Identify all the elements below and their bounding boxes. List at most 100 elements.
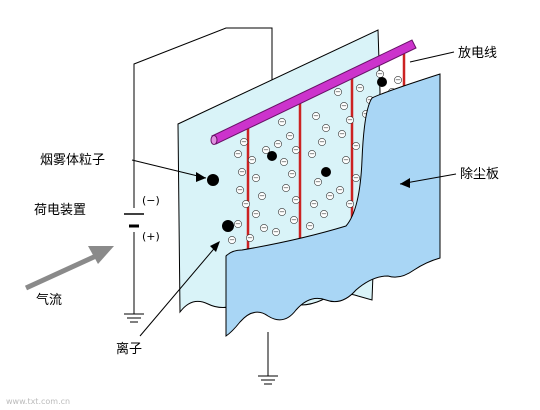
ion	[292, 146, 300, 154]
ion-sign: −	[235, 150, 241, 158]
ground-symbol-right	[258, 332, 278, 385]
ion	[352, 142, 360, 150]
ion	[356, 84, 364, 92]
ion-sign: −	[229, 236, 235, 244]
charger-label: 荷电装置	[34, 203, 86, 218]
ion-sign: −	[237, 186, 243, 194]
ion	[278, 208, 286, 216]
ion	[242, 200, 250, 208]
dust-collection-plate	[225, 73, 441, 337]
ion	[234, 220, 242, 228]
ion	[292, 196, 300, 204]
ion	[240, 138, 248, 146]
ion-sign: −	[287, 132, 293, 140]
ion	[346, 200, 354, 208]
ion-sign: −	[319, 138, 325, 146]
ion-sign: −	[337, 186, 343, 194]
ion	[252, 174, 260, 182]
ion	[326, 192, 334, 200]
charger-battery	[124, 213, 144, 228]
ion-sign: −	[253, 210, 259, 218]
ion	[246, 234, 254, 242]
ion-sign: −	[235, 220, 241, 228]
ion-sign: −	[357, 84, 363, 92]
ion	[260, 224, 268, 232]
smoke-particle	[207, 174, 219, 186]
ion	[312, 112, 320, 120]
discharge-wire-label: 放电线	[458, 46, 497, 61]
ion	[336, 186, 344, 194]
ion	[314, 178, 322, 186]
ion-sign: −	[377, 70, 383, 78]
smoke-particle	[377, 77, 387, 87]
ion-sign: −	[311, 200, 317, 208]
ion	[282, 184, 290, 192]
ion-sign: −	[263, 146, 269, 154]
ion-sign: −	[239, 168, 245, 176]
ion	[308, 150, 316, 158]
particle-leader	[131, 159, 207, 179]
ion	[236, 186, 244, 194]
ion	[338, 130, 346, 138]
ion	[288, 170, 296, 178]
ion-sign: −	[247, 234, 253, 242]
ion-sign: −	[341, 102, 347, 110]
ion-sign: −	[307, 222, 313, 230]
ion	[306, 222, 314, 230]
dust-plate-label: 除尘板	[460, 167, 499, 182]
ion	[342, 156, 350, 164]
ion-sign: −	[335, 88, 341, 96]
ion-sign: −	[315, 178, 321, 186]
ion-sign: −	[241, 138, 247, 146]
ion-sign: −	[321, 210, 327, 218]
watermark: www.txt.com.cn	[6, 397, 70, 406]
ion-sign: −	[347, 116, 353, 124]
discharge-wires	[246, 54, 406, 250]
smoke-particle	[321, 167, 331, 177]
circuit-wiring	[124, 27, 273, 323]
ion	[322, 124, 330, 132]
smoke-particles	[207, 77, 387, 232]
ion-sign: −	[261, 224, 267, 232]
ion	[234, 150, 242, 158]
negative-terminal-label: (−)	[142, 194, 160, 207]
ion	[286, 132, 294, 140]
smoke-particle	[267, 151, 277, 161]
ion	[272, 228, 280, 236]
ion-sign: −	[259, 192, 265, 200]
ion	[340, 102, 348, 110]
ion-sign: −	[353, 142, 359, 150]
ion-sign: −	[283, 184, 289, 192]
ion-sign: −	[243, 200, 249, 208]
ion-sign: −	[323, 124, 329, 132]
ion-sign: −	[293, 196, 299, 204]
ion-sign: −	[249, 156, 255, 164]
ion	[320, 210, 328, 218]
positive-terminal-label: (+)	[142, 230, 160, 243]
ion	[252, 210, 260, 218]
ion	[334, 88, 342, 96]
ion	[352, 174, 360, 182]
ion-sign: −	[313, 112, 319, 120]
ion	[278, 118, 286, 126]
ion-leader	[139, 243, 219, 337]
ion-sign: −	[289, 170, 295, 178]
ion-sign: −	[275, 140, 281, 148]
ion-label: 离子	[116, 341, 142, 357]
ion	[290, 216, 298, 224]
leader-lines	[131, 51, 457, 337]
ion-sign: −	[395, 76, 401, 84]
ion	[238, 168, 246, 176]
ion-sign: −	[327, 192, 333, 200]
ion-sign: −	[293, 146, 299, 154]
ion	[280, 158, 288, 166]
ion-sign: −	[339, 130, 345, 138]
ion-sign: −	[281, 158, 287, 166]
ion-sign: −	[291, 216, 297, 224]
ion-sign: −	[253, 174, 259, 182]
ion-sign: −	[309, 150, 315, 158]
ion-sign: −	[347, 200, 353, 208]
smoke-particle	[222, 220, 234, 232]
ion	[262, 146, 270, 154]
top-circuit-wire	[133, 27, 273, 208]
